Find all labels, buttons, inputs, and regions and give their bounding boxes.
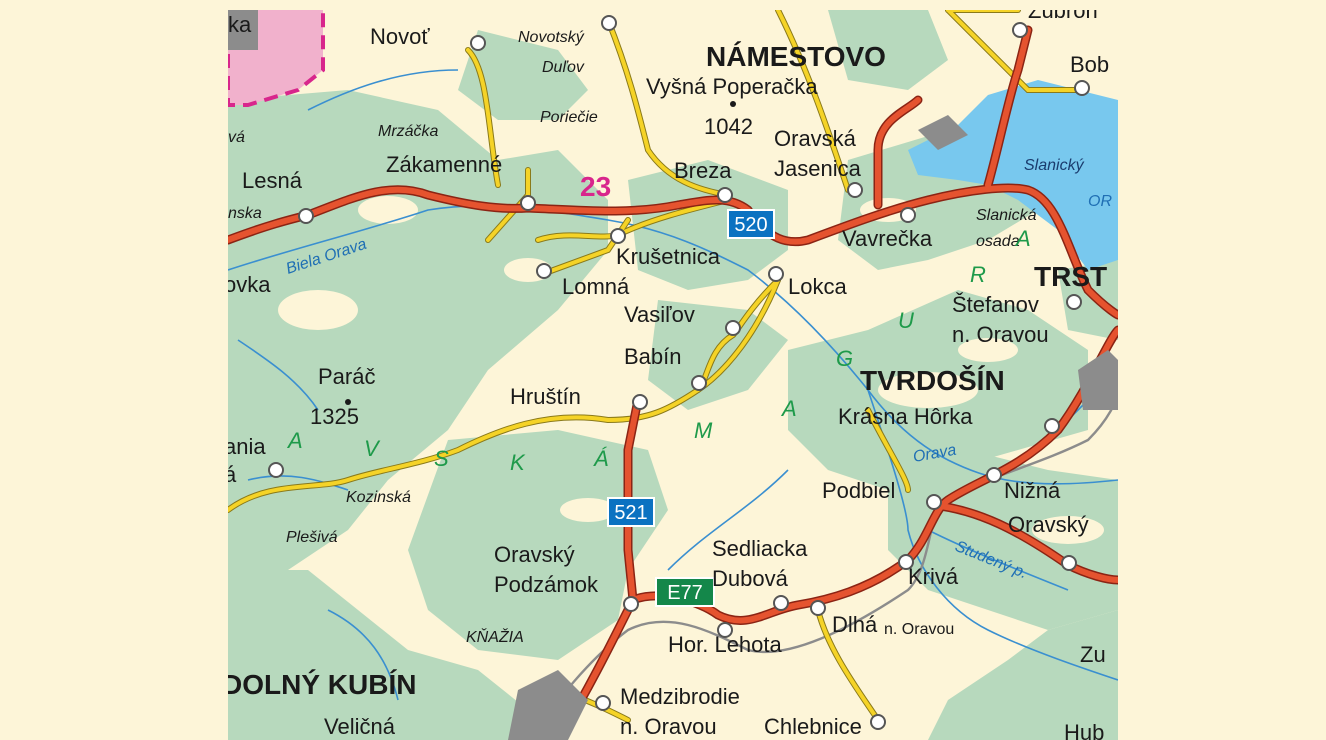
railway [527, 389, 1118, 740]
forest-areas [228, 10, 1118, 740]
label-novot: Novoť [370, 24, 430, 49]
label-n-oravou: n. Oravou [952, 322, 1049, 347]
label-hub: Hub [1064, 720, 1104, 740]
rivers [228, 69, 1118, 701]
label-n-oravou-small: n. Oravou [884, 621, 954, 638]
label-peak-1042: 1042 [704, 114, 753, 139]
label-tvrdosin: TVRDOŠÍN [860, 364, 1005, 396]
label-kriva: Krivá [908, 564, 959, 589]
label-lomna: Lomná [562, 274, 630, 299]
label-namestovo: NÁMESTOVO [706, 41, 886, 72]
label-vysna-poperacka: Vyšná Poperačka [646, 74, 818, 99]
route-521-shield: 521 [607, 497, 655, 527]
label-sedliacka: Sedliacka [712, 536, 808, 561]
label-or: OR [1088, 193, 1112, 210]
label-mrzacka: Mrzáčka [378, 123, 439, 140]
region-letter: G [836, 346, 853, 371]
label-dubova: Dubová [712, 566, 789, 591]
lake-shore-gray [918, 115, 968, 150]
label-bob: Bob [1070, 52, 1109, 77]
label-hrustin: Hruštín [510, 384, 581, 409]
label-ania: ania [228, 434, 266, 459]
route-e77-shield: E77 [655, 577, 715, 607]
label-krasna-horka: Krásna Hôrka [838, 404, 973, 429]
label-vasilov: Vasiľov [624, 302, 695, 327]
label-oravsky-right: Oravský [1008, 512, 1089, 537]
label-a-left: á [228, 462, 237, 487]
route-e77-label: E77 [667, 582, 703, 604]
district-number: 23 [580, 171, 611, 202]
label-podbiel: Podbiel [822, 478, 895, 503]
label-krusetnica: Krušetnica [616, 244, 721, 269]
region-letter: V [364, 436, 381, 461]
label-novotsky: Novotský [518, 29, 585, 46]
label-velicna: Veličná [324, 714, 396, 739]
label-knazia: KŇAŽIA [466, 627, 524, 646]
label-peak-1325: 1325 [310, 404, 359, 429]
label-lesna: Lesná [242, 168, 303, 193]
route-520-label: 520 [734, 214, 767, 236]
region-letter: A [286, 428, 303, 453]
label-plesiva: Plešivá [286, 529, 338, 546]
region-letter: S [434, 446, 449, 471]
label-va: vá [228, 129, 245, 146]
county-area [228, 10, 325, 107]
label-slanicka: Slanická [976, 207, 1037, 224]
region-letter: Á [593, 446, 609, 471]
label-lokca: Lokca [788, 274, 847, 299]
label-dolny-kubin: DOLNÝ KUBÍN [228, 669, 416, 700]
label-hor-lehota: Hor. Lehota [668, 632, 783, 657]
label-kozinska: Kozinská [346, 489, 411, 506]
label-nska: nska [228, 205, 262, 222]
label-oravsky-podzamok-2: Podzámok [494, 572, 599, 597]
label-oravska: Oravská [774, 126, 857, 151]
region-letter: K [510, 450, 526, 475]
label-zakamenne: Zákamenné [386, 152, 502, 177]
region-letter: U [898, 308, 914, 333]
label-jasenica: Jasenica [774, 156, 862, 181]
secondary-roads [228, 10, 1081, 723]
region-letter: M [694, 418, 713, 443]
urban-areas [508, 350, 1118, 740]
label-parac: Paráč [318, 364, 375, 389]
label-breza: Breza [674, 158, 732, 183]
label-trst: TRST [1034, 261, 1107, 292]
label-vavrecka: Vavrečka [842, 226, 933, 251]
label-slanicky: Slanický [1024, 157, 1085, 174]
label-zubrohlava: Zubroh [1028, 10, 1098, 23]
label-n-oravou-2: n. Oravou [620, 714, 717, 739]
region-letter: R [970, 262, 986, 287]
label-ka-top: ka [228, 12, 252, 37]
region-label-letters: A V S K Á M A G U R A [286, 226, 1031, 475]
label-ovka: ovka [228, 272, 271, 297]
label-nizna: Nižná [1004, 478, 1061, 503]
label-medzibrodie: Medzibrodie [620, 684, 740, 709]
region-letter: A [1014, 226, 1031, 251]
route-520-shield: 520 [727, 209, 775, 239]
route-521-label: 521 [614, 502, 647, 524]
map-frame: 520 521 E77 23 NÁMESTOVO TVRDOŠÍN DOLNÝ … [228, 10, 1118, 740]
label-chlebnice: Chlebnice [764, 714, 862, 739]
label-dlha: Dlhá [832, 612, 878, 637]
peak-markers [345, 101, 736, 405]
region-letter: A [780, 396, 797, 421]
map: 520 521 E77 23 NÁMESTOVO TVRDOŠÍN DOLNÝ … [228, 10, 1118, 740]
label-zu: Zu [1080, 642, 1106, 667]
label-durov: Duľov [542, 59, 585, 76]
label-oravsky-podzamok-1: Oravský [494, 542, 575, 567]
settlement-markers [268, 15, 1090, 730]
label-babin: Babín [624, 344, 682, 369]
label-poriecie: Poriečie [540, 109, 598, 126]
label-stefanov: Štefanov [952, 292, 1039, 317]
label-osada: osada [976, 233, 1020, 250]
